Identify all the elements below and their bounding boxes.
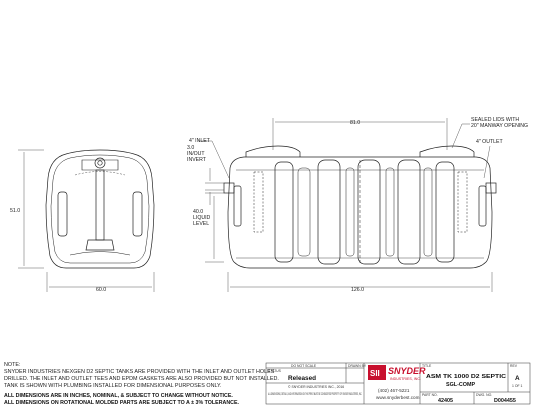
- notes-bold-1: ALL DIMENSIONS ARE IN INCHES, NOMINAL, &…: [4, 393, 233, 399]
- status-value: Released: [288, 375, 316, 382]
- svg-text:INDUSTRIES, INC.: INDUSTRIES, INC.: [390, 377, 421, 381]
- snyder-logo: SII SNYDER INDUSTRIES, INC.: [368, 365, 426, 381]
- part-no: 42405: [438, 398, 453, 404]
- dwg-label: DWG. NO.: [476, 393, 492, 397]
- liquid-level-dim: 40.0: [193, 209, 203, 215]
- do-not-scale-label: DO NOT SCALE: [291, 364, 317, 368]
- drawn-by-label: DRAWN BY: [348, 364, 367, 368]
- website: www.snyderbest.com: [376, 395, 420, 400]
- phone: (402) 467-5221: [378, 388, 410, 393]
- rev-value: A: [515, 375, 520, 382]
- invert-label-1: IN/OUT: [187, 151, 205, 157]
- sheet: 1 OF 1: [512, 384, 522, 388]
- lids-callout-1: SEALED LIDS WITH: [471, 117, 519, 123]
- lid-spacing-dim: 81.0: [350, 120, 360, 126]
- notes-bold-2: ALL DIMENSIONS ON ROTATIONAL MOLDED PART…: [4, 400, 240, 406]
- end-view: [45, 149, 155, 269]
- title-line-2: SGL-COMP: [446, 382, 475, 388]
- dwg-no: D004455: [494, 398, 516, 404]
- part-label: PART NO.: [422, 393, 438, 397]
- lids-callout-2: 20" MANWAY OPENING: [471, 123, 528, 129]
- liquid-label-2: LEVEL: [193, 221, 209, 227]
- notes-line-2: DRILLED. THE INLET AND OUTLET TEES AND E…: [4, 376, 279, 382]
- title-block: [265, 362, 531, 405]
- inlet-callout: 4" INLET: [189, 138, 211, 144]
- side-length-dim: 126.0: [351, 287, 364, 293]
- svg-text:SNYDER: SNYDER: [388, 366, 426, 376]
- side-view: [223, 145, 497, 269]
- liquid-label-1: LIQUID: [193, 215, 211, 221]
- rev-label: REV: [510, 364, 518, 368]
- notes-heading: NOTE:: [4, 362, 20, 368]
- side-view-dimensions: [198, 118, 493, 292]
- notes-line-3: TANK IS SHOWN WITH PLUMBING INSTALLED FO…: [4, 383, 221, 389]
- end-width-dim: 60.0: [96, 287, 106, 293]
- copyright: © SNYDER INDUSTRIES INC., 2016: [288, 385, 344, 389]
- end-height-dim: 51.0: [10, 208, 20, 214]
- status-label: STATUS: [268, 369, 282, 373]
- disclaimer: ALL DIMENSIONS, DETAILS, AND INFORMATION…: [268, 392, 362, 396]
- svg-text:SII: SII: [370, 369, 380, 378]
- title-line-1: ASM TK 1000 D2 SEPTIC: [426, 374, 506, 380]
- outlet-callout: 4" OUTLET: [476, 139, 503, 145]
- end-view-dimensions: [18, 149, 155, 292]
- notes-line-1: SNYDER INDUSTRIES NEXGEN D2 SEPTIC TANKS…: [4, 369, 275, 375]
- title-label: TITLE: [422, 364, 432, 368]
- invert-dim: 3.0: [187, 145, 194, 151]
- invert-label-2: INVERT: [187, 157, 207, 163]
